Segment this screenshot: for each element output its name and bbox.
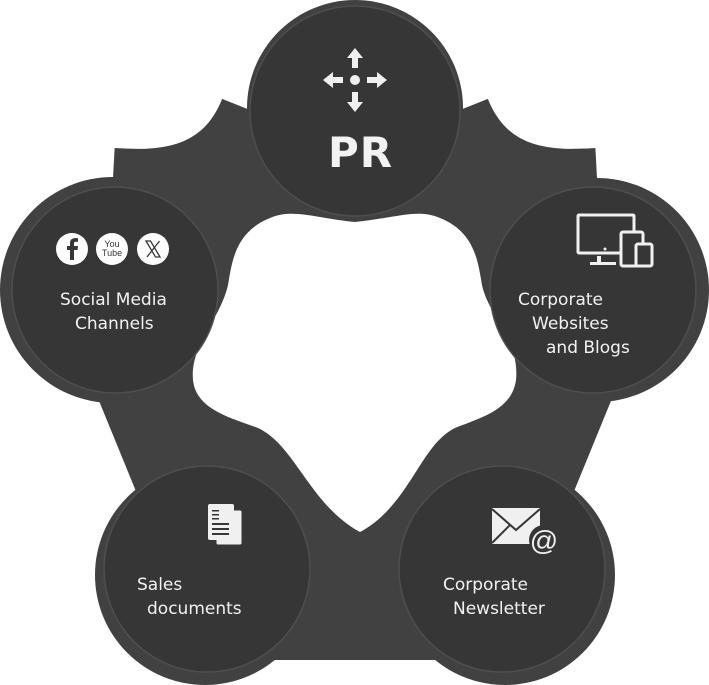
node-label-social-line1: Social Media — [60, 290, 167, 310]
node-label-pr: PR — [328, 128, 394, 177]
social-icons: You Tube — [56, 233, 169, 265]
node-circles — [11, 5, 697, 673]
svg-text:You: You — [104, 239, 119, 249]
email-at-icon: @ — [491, 508, 559, 556]
svg-text:Tube: Tube — [102, 248, 122, 258]
documents-icon — [208, 504, 243, 546]
devices-icon — [576, 213, 654, 268]
youtube-icon: You Tube — [96, 233, 128, 265]
node-label-newsletter-line1: Corporate — [443, 575, 528, 595]
node-label-sales-line1: Sales — [137, 575, 183, 595]
node-label-websites-line1: Corporate — [518, 290, 603, 310]
node-label-newsletter-line2: Newsletter — [453, 599, 545, 619]
node-label-social-line2: Channels — [75, 314, 154, 334]
node-label-websites-line2: Websites — [532, 314, 609, 334]
node-label-sales-line2: documents — [147, 599, 242, 619]
facebook-icon — [56, 233, 88, 265]
x-icon — [137, 233, 169, 265]
node-label-websites-line3: and Blogs — [546, 338, 630, 358]
move-arrows-icon — [323, 48, 387, 112]
svg-text:@: @ — [530, 525, 558, 556]
